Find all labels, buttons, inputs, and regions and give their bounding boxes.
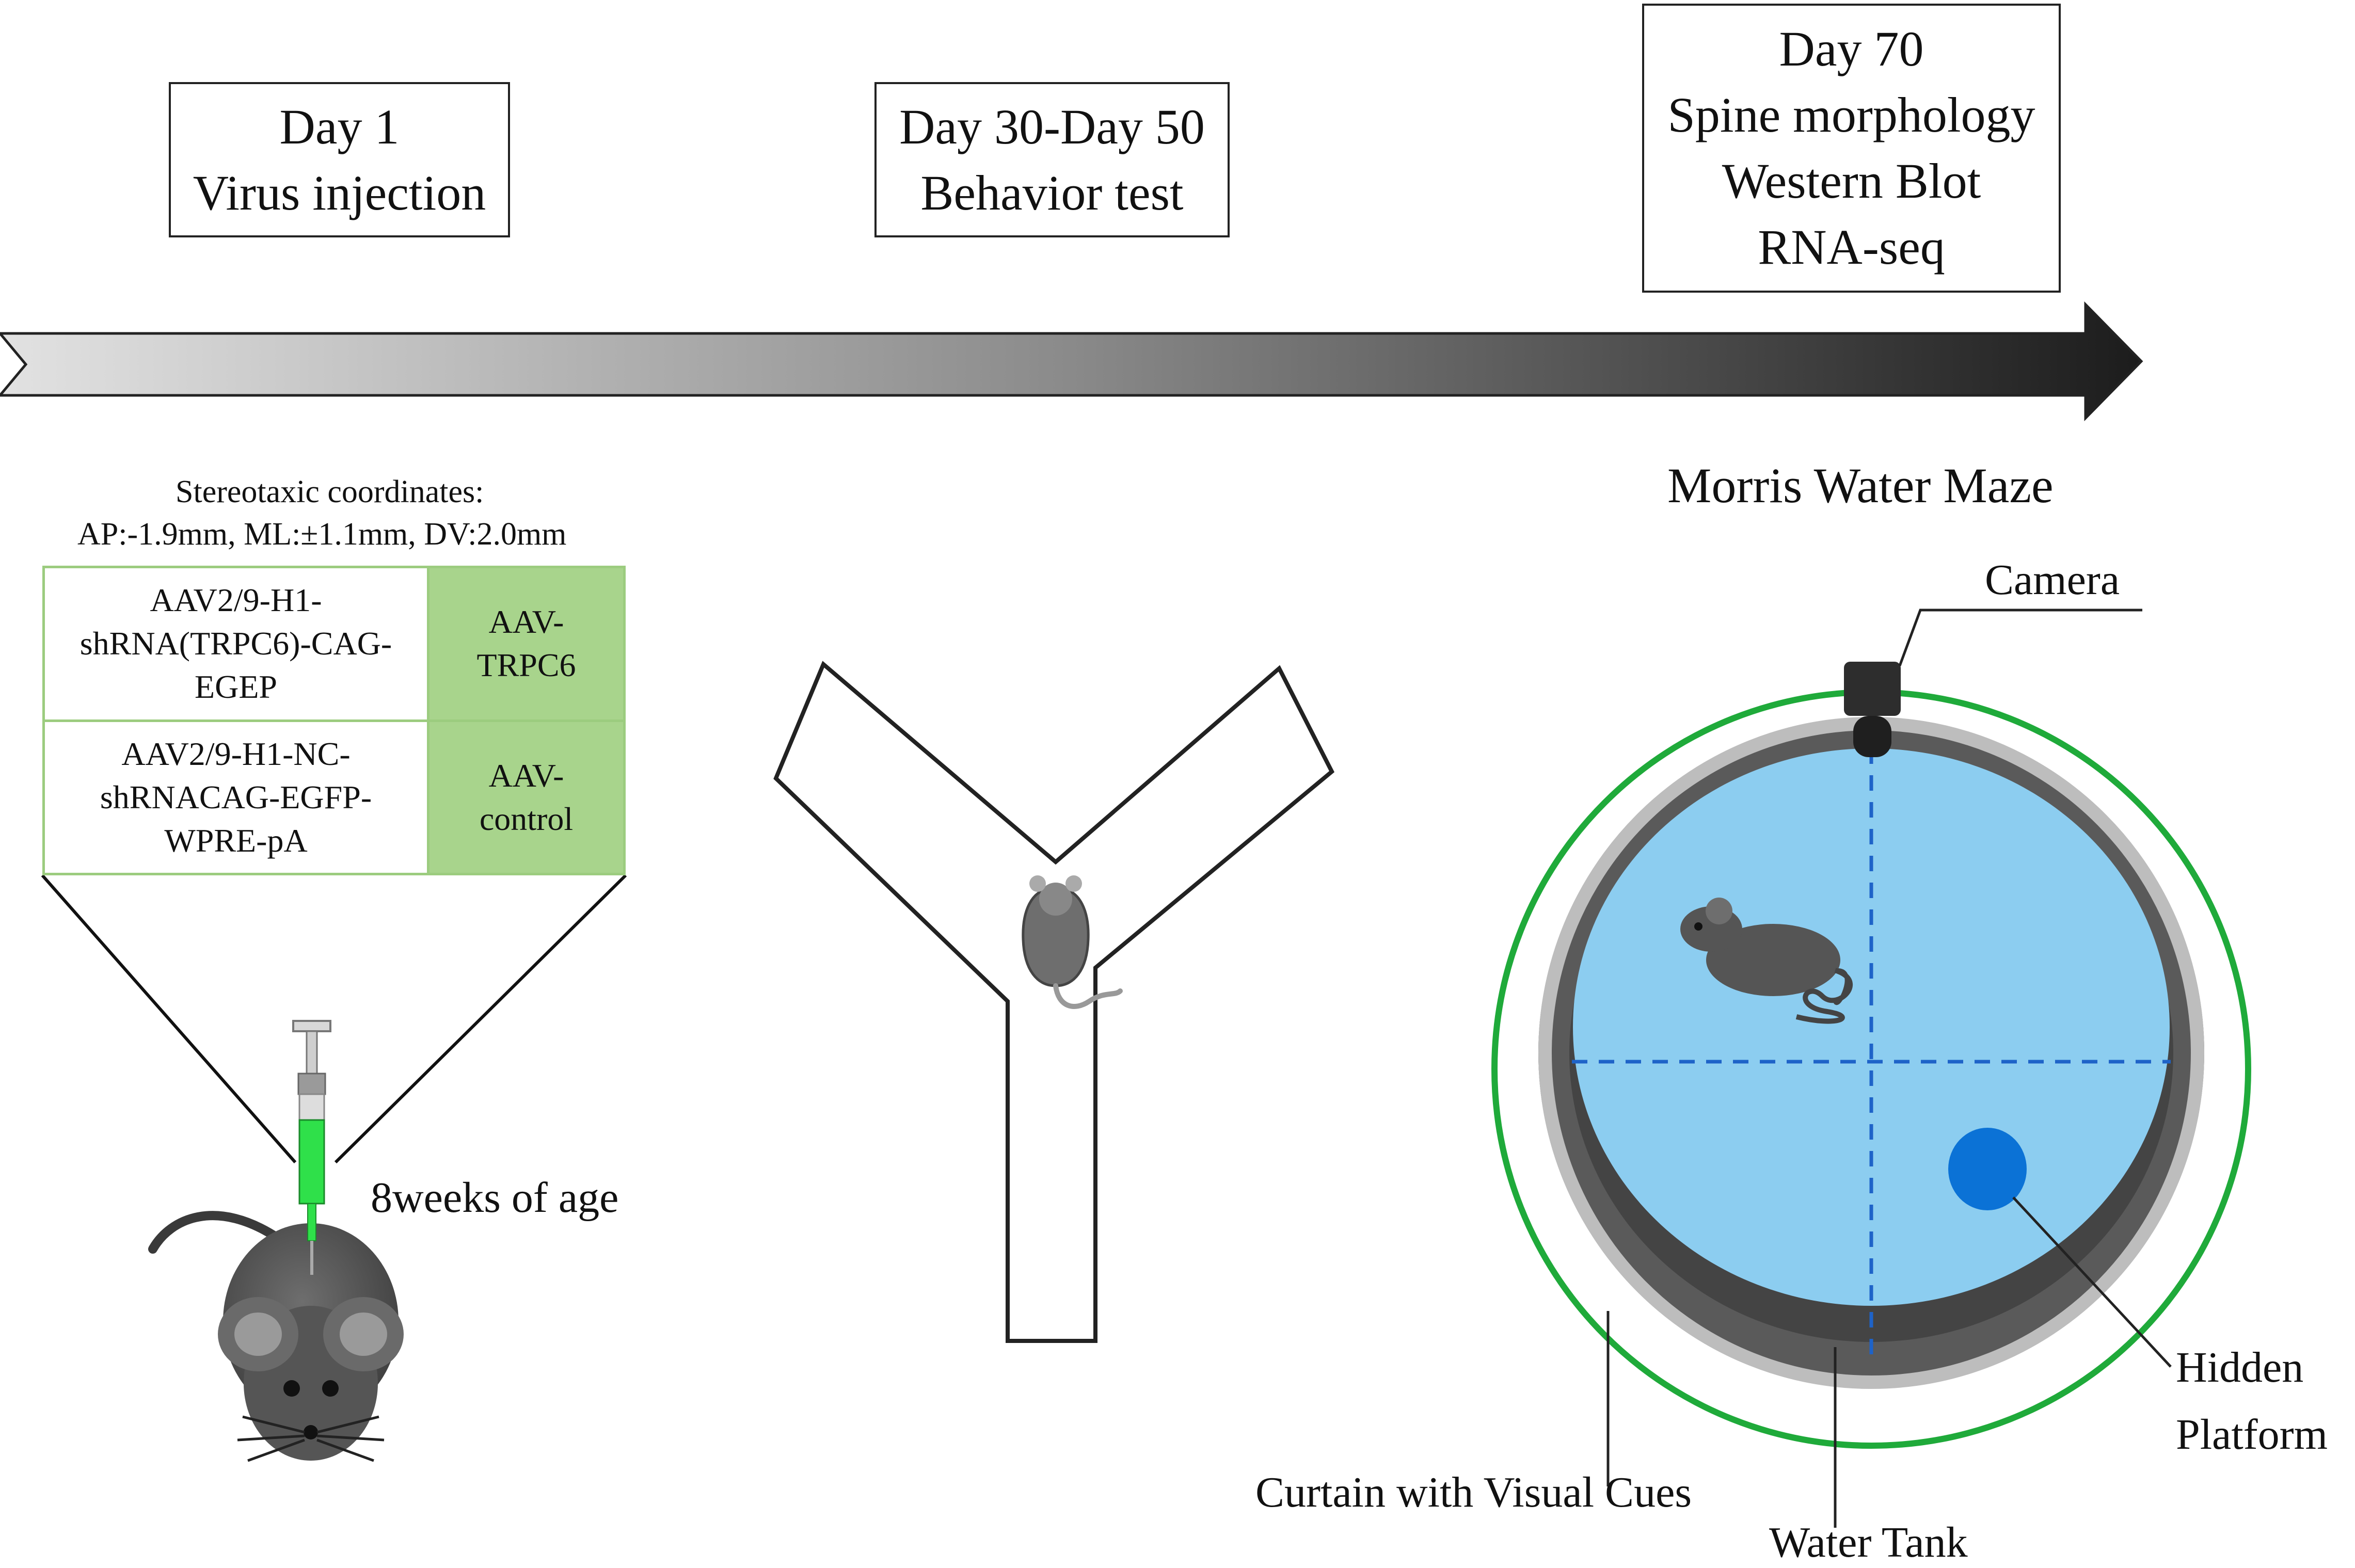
hidden-platform-label: Hidden Platform	[2176, 1334, 2328, 1468]
hidden-platform	[1948, 1128, 2027, 1210]
virus-code-cell: AAV- control	[427, 719, 626, 875]
virus-name-cell: AAV2/9-H1- shRNA(TRPC6)-CAG- EGEP	[42, 566, 429, 722]
cell-line: AAV2/9-H1-NC-	[121, 735, 351, 772]
label-line: Platform	[2176, 1411, 2328, 1459]
injected-mouse-illustration	[148, 1211, 404, 1462]
table-row: AAV2/9-H1- shRNA(TRPC6)-CAG- EGEP AAV- T…	[42, 566, 626, 722]
stage-line: Day 70	[1779, 21, 1924, 76]
timeline-arrow	[0, 301, 2143, 422]
curtain-label: Curtain with Visual Cues	[1255, 1468, 1692, 1516]
stage-box-day-30-50: Day 30-Day 50 Behavior test	[874, 82, 1230, 237]
cell-line: AAV-	[488, 757, 564, 794]
virus-table: AAV2/9-H1- shRNA(TRPC6)-CAG- EGEP AAV- T…	[42, 566, 626, 875]
virus-name-cell: AAV2/9-H1-NC- shRNACAG-EGFP- WPRE-pA	[42, 719, 429, 875]
water-maze-illustration	[1491, 609, 2251, 1528]
cell-line: WPRE-pA	[164, 822, 308, 859]
coordinates-title: Stereotaxic coordinates:	[176, 474, 484, 509]
stage-line: Virus injection	[193, 165, 486, 220]
stage-line: Western Blot	[1722, 153, 1981, 209]
cell-line: control	[479, 800, 574, 837]
virus-code-cell: AAV- TRPC6	[427, 566, 626, 722]
stage-box-day-1: Day 1 Virus injection	[169, 82, 510, 237]
label-line: Hidden	[2176, 1343, 2304, 1391]
stage-line: RNA-seq	[1758, 219, 1945, 275]
water-maze-title: Morris Water Maze	[1667, 458, 2054, 513]
water-maze-mouse	[1680, 898, 1853, 1024]
cell-line: EGEP	[195, 668, 277, 706]
funnel-line-left	[41, 874, 297, 1163]
syringe-icon	[292, 1020, 331, 1275]
cell-line: shRNACAG-EGFP-	[100, 778, 372, 815]
stage-line: Spine morphology	[1667, 87, 2035, 142]
table-row: AAV2/9-H1-NC- shRNACAG-EGFP- WPRE-pA AAV…	[42, 719, 626, 875]
coordinates-values: AP:-1.9mm, ML:±1.1mm, DV:2.0mm	[77, 517, 567, 552]
y-maze-illustration	[773, 661, 1335, 1343]
camera-icon	[1844, 662, 1901, 716]
stage-line: Day 30-Day 50	[899, 99, 1205, 154]
stage-line: Day 1	[279, 99, 400, 154]
cell-line: TRPC6	[476, 647, 576, 684]
stage-box-day-70: Day 70 Spine morphology Western Blot RNA…	[1642, 4, 2061, 293]
camera-label: Camera	[1985, 556, 2120, 604]
funnel-line-right	[334, 874, 627, 1164]
cell-line: shRNA(TRPC6)-CAG-	[79, 625, 392, 662]
stage-line: Behavior test	[920, 165, 1184, 220]
camera-leader-line	[1898, 609, 2142, 666]
cell-line: AAV2/9-H1-	[150, 582, 322, 619]
platform-leader-line	[2012, 1196, 2172, 1368]
age-label: 8weeks of age	[371, 1174, 619, 1222]
water-tank-label: Water Tank	[1769, 1518, 1968, 1566]
cell-line: AAV-	[488, 603, 564, 641]
